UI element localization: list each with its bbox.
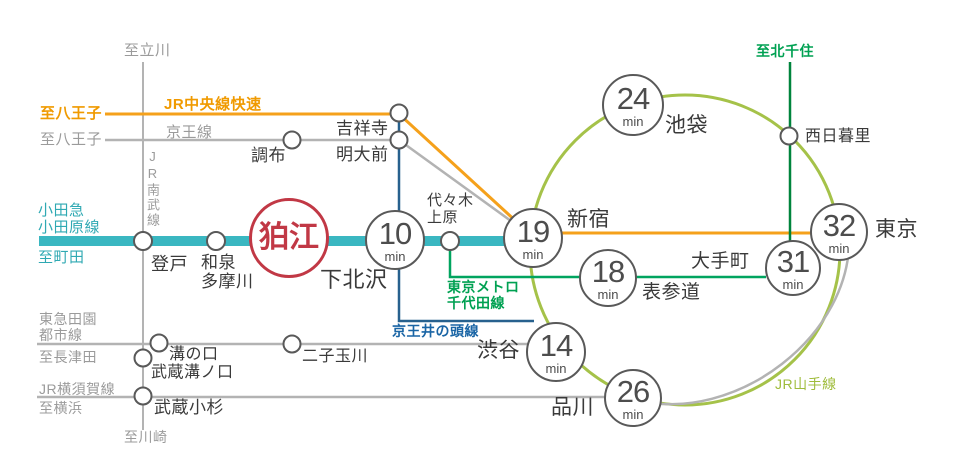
line-keio-line bbox=[105, 138, 530, 236]
station-marker-izumi-tamagawa bbox=[206, 231, 226, 251]
station-marker-musashi-kosugi bbox=[133, 386, 153, 406]
station-marker-yoyogi-uehara bbox=[440, 231, 460, 251]
line-keio-inokashira-line bbox=[397, 113, 534, 323]
station-marker-nishi-nippori bbox=[779, 126, 799, 146]
station-marker-musashi-mizonokuchi bbox=[133, 348, 153, 368]
station-marker-futako-tamagawa bbox=[282, 334, 302, 354]
line-jr-chuo-rapid-line bbox=[105, 112, 841, 237]
station-marker-kichijoji bbox=[389, 103, 409, 123]
station-marker-meidaimae bbox=[389, 130, 409, 150]
station-marker-noborito bbox=[133, 231, 153, 251]
line-chiyoda-line bbox=[448, 249, 766, 279]
line-jr-yokosuka-arc bbox=[635, 231, 851, 406]
station-marker-chofu bbox=[282, 130, 302, 150]
station-marker-mizonokuchi bbox=[149, 333, 169, 353]
